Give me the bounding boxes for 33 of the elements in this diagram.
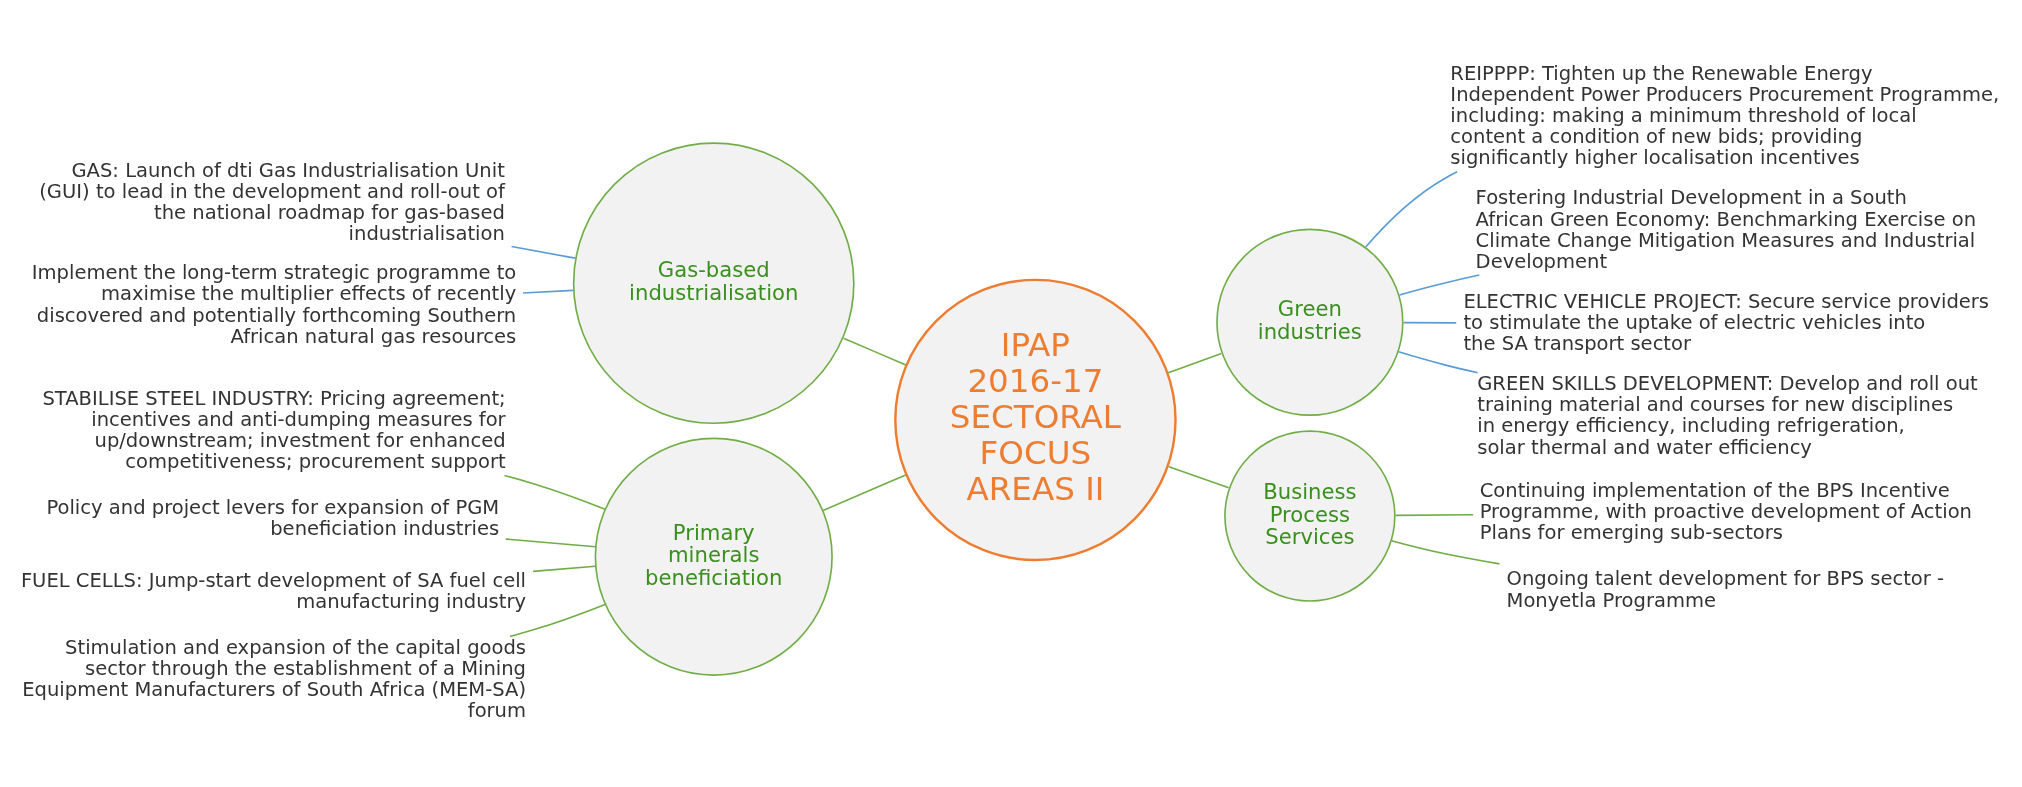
node-text: ELECTRIC VEHICLE PROJECT: Secure service providers to stimulate the uptake of electric vehicles into the SA transport sector (1463, 289, 1990, 356)
node-circle: Green industries (1216, 228, 1404, 416)
node-text: Ongoing talent development for BPS sector - Monyetla Programme (1506, 567, 1945, 612)
node-text: Stimulation and expansion of the capital goods sector through the establishment of a Mining Equipment Manufacturers of South Africa (MEM-SA) forum (22, 635, 527, 723)
node-text: STABILISE STEEL INDUSTRY: Pricing agreement; incentives and anti-dumping measures for up/downstream; investment for enhanced competitiveness; procurement support (42, 386, 506, 474)
connector (532, 565, 597, 573)
node-text: Policy and project levers for expansion of PGM beneficiation industries (46, 495, 500, 540)
connector (1390, 539, 1501, 565)
node-text: Implement the long-term strategic programme to maximise the multiplier effects of recently discovered and potentially forthcoming Southern African natural gas resources (31, 261, 517, 348)
connector (1364, 171, 1458, 248)
connector (1167, 352, 1223, 374)
connector (505, 538, 597, 548)
connector (503, 474, 606, 511)
connector (822, 474, 907, 512)
node-circle: Gas-based industrialisation (572, 142, 855, 425)
node-text: Fostering Industrial Development in a South African Green Economy: Benchmarking Exercise on Climate Change Mitigation Measures and Industrial Development (1475, 186, 1977, 273)
connector (1398, 274, 1481, 296)
node-text: Continuing implementation of the BPS Incentive Programme, with proactive development of Action Plans for emerging sub-sectors (1479, 478, 1972, 544)
connector (1167, 465, 1230, 489)
node-circle: IPAP 2016-17 SECTORAL FOCUS AREAS II (894, 278, 1177, 562)
connector (1402, 321, 1458, 324)
node-circle: Business Process Services (1224, 430, 1396, 602)
node-text: GAS: Launch of dti Gas Industrialisation Unit (GUI) to lead in the development and roll-out of the national roadmap for gas-based industrialisation (39, 158, 505, 246)
node-text: GREEN SKILLS DEVELOPMENT: Develop and roll out training material and courses for new disciplines in energy efficiency, including refrigeration, solar thermal and water efficiency (1477, 372, 1978, 459)
connector (1394, 513, 1474, 517)
node-text: FUEL CELLS: Jump-start development of SA fuel cell manufacturing industry (20, 569, 527, 614)
connector (510, 245, 576, 259)
connector (842, 337, 907, 366)
node-circle: Primary minerals beneficiation (594, 437, 833, 676)
connector (522, 289, 575, 294)
node-text: REIPPPP: Tighten up the Renewable Energy Independent Power Producers Procurement Programme, including: making a minimum threshold of local content a condition of new bids; providing significantly higher localisation incentives (1450, 61, 2000, 170)
connector (509, 603, 606, 638)
connector (1397, 351, 1479, 374)
